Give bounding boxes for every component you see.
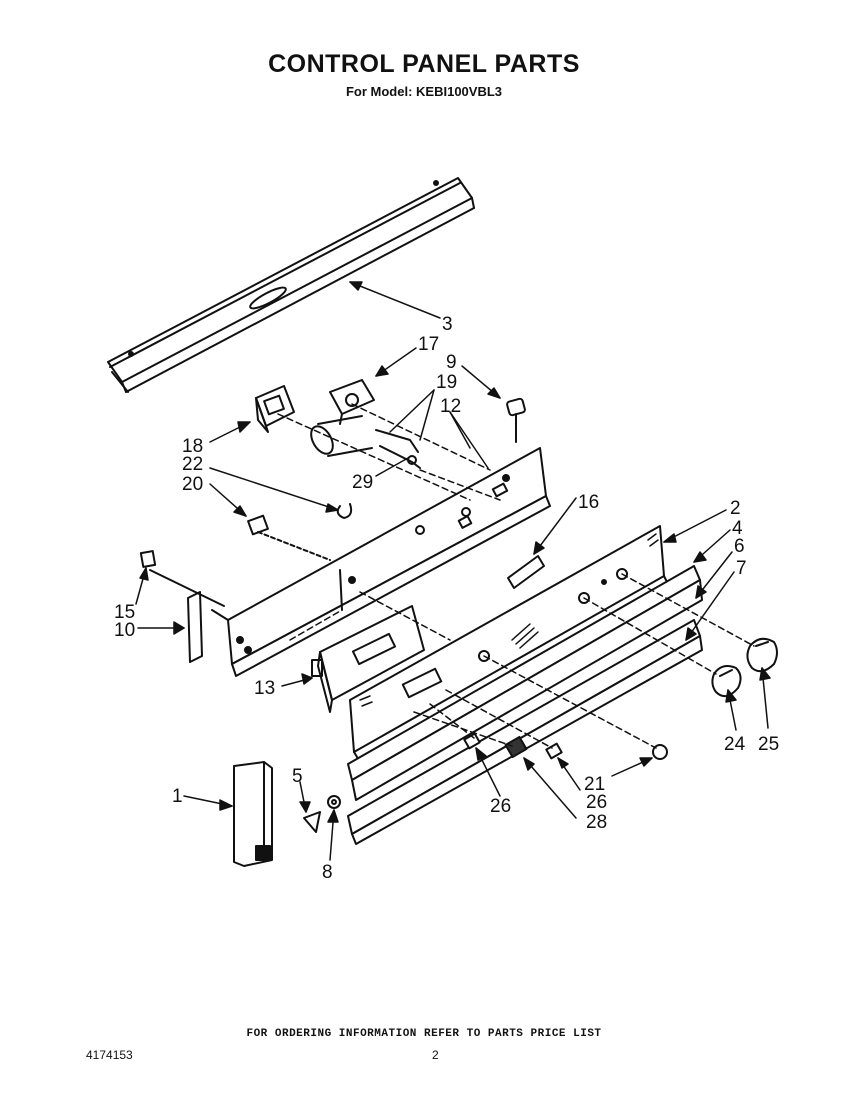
part-3-top-trim bbox=[107, 177, 475, 393]
part-5-lens bbox=[303, 811, 321, 833]
callout-9: 9 bbox=[446, 352, 457, 373]
callout-2: 2 bbox=[730, 498, 741, 519]
callout-6: 6 bbox=[734, 536, 745, 557]
callout-20: 20 bbox=[182, 474, 203, 495]
callout-26-left: 26 bbox=[490, 796, 511, 817]
callout-22: 22 bbox=[182, 454, 203, 475]
part-2-console-panel bbox=[349, 525, 669, 763]
part-10-bracket bbox=[149, 569, 225, 663]
callout-18: 18 bbox=[182, 436, 203, 457]
part-4-6-7-trim-strips bbox=[347, 565, 703, 845]
document-number: 4174153 bbox=[86, 1048, 133, 1062]
part-1-end-cap bbox=[233, 761, 273, 867]
callout-21: 21 bbox=[584, 774, 605, 795]
page-title: CONTROL PANEL PARTS bbox=[268, 50, 580, 78]
leader-arrows bbox=[135, 281, 771, 861]
callout-7: 7 bbox=[736, 558, 747, 579]
callout-24: 24 bbox=[724, 734, 746, 755]
part-19-wiring bbox=[310, 415, 421, 469]
part-22-hook bbox=[336, 503, 353, 519]
callout-26-right: 26 bbox=[586, 792, 607, 813]
callout-13: 13 bbox=[254, 678, 275, 699]
callout-4: 4 bbox=[732, 518, 743, 539]
callout-25: 25 bbox=[758, 734, 779, 755]
part-20-switch bbox=[247, 514, 331, 561]
callout-1: 1 bbox=[172, 786, 183, 807]
callout-8: 8 bbox=[322, 862, 333, 883]
part-25-knob bbox=[746, 637, 778, 673]
part-13-clock-display bbox=[311, 605, 425, 713]
model-subtitle: For Model: KEBI100VBL3 bbox=[345, 84, 503, 99]
part-15-clip bbox=[139, 550, 157, 568]
callout-19: 19 bbox=[436, 372, 457, 393]
part-24-knob bbox=[711, 665, 742, 698]
part-18-switch bbox=[255, 385, 295, 433]
part-12-control-frame bbox=[211, 447, 551, 677]
callout-10: 10 bbox=[114, 620, 135, 641]
callout-15: 15 bbox=[114, 602, 135, 623]
callout-labels: 3 17 9 19 12 18 22 20 29 16 2 4 6 7 15 1… bbox=[114, 314, 779, 883]
callout-16: 16 bbox=[578, 492, 599, 513]
callout-12: 12 bbox=[440, 396, 461, 417]
part-9-clip bbox=[506, 397, 526, 443]
part-8-grommet bbox=[327, 795, 341, 809]
part-26-lamp-a bbox=[463, 732, 481, 750]
ordering-note: FOR ORDERING INFORMATION REFER TO PARTS … bbox=[246, 1028, 602, 1040]
part-26-lamp-b bbox=[545, 742, 563, 760]
callout-17: 17 bbox=[418, 334, 439, 355]
part-28-spring bbox=[504, 735, 528, 759]
part-16-light-strip bbox=[507, 555, 545, 589]
callout-5: 5 bbox=[292, 766, 303, 787]
alignment-lines bbox=[277, 403, 755, 749]
callout-29: 29 bbox=[352, 472, 373, 493]
page-number: 2 bbox=[432, 1048, 439, 1062]
callout-3: 3 bbox=[442, 314, 453, 335]
callout-28: 28 bbox=[586, 812, 607, 833]
